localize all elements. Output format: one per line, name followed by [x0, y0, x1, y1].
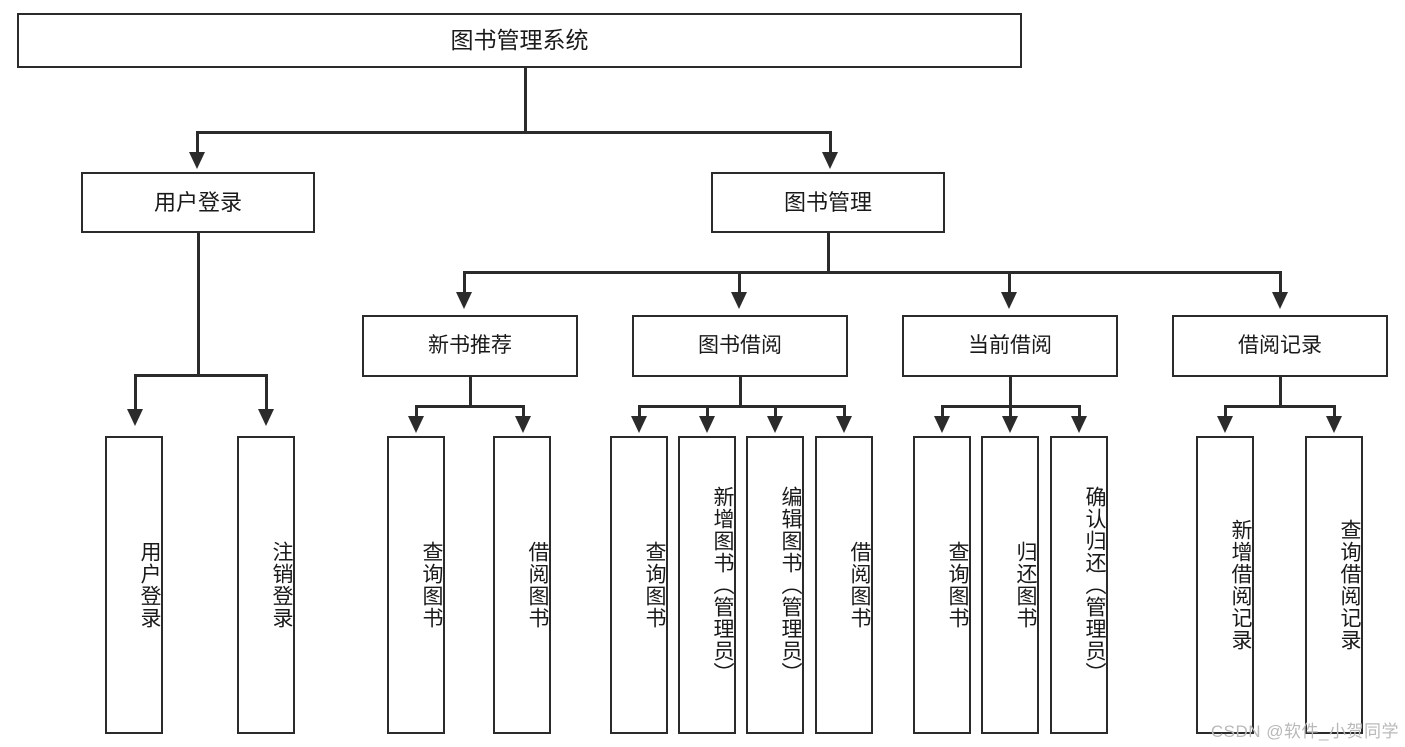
edge-book-borrow-to-leaf-3 — [774, 405, 777, 419]
leaf-query-book-current[interactable]: 查询图书 — [913, 436, 971, 734]
edge-new-book-stem — [469, 377, 472, 406]
edge-book-borrow-to-leaf-1 — [638, 405, 641, 419]
arrow-borrow-record-to-leaf-1 — [1217, 416, 1233, 433]
arrow-book-borrow-to-leaf-1 — [631, 416, 647, 433]
leaf-label: 新增借阅记录 — [1229, 519, 1252, 651]
arrow-root-to-book-manage — [822, 152, 838, 169]
node-label: 新书推荐 — [428, 333, 512, 357]
arrow-book-borrow-to-leaf-4 — [836, 416, 852, 433]
edge-new-book-to-leaf-2 — [522, 405, 525, 419]
leaf-label: 编辑图书（管理员） — [779, 486, 802, 684]
node-book-borrow[interactable]: 图书借阅 — [632, 315, 848, 377]
arrow-new-book-to-leaf-2 — [515, 416, 531, 433]
edge-book-manage-bus — [463, 271, 1281, 274]
edge-new-book-to-leaf-1 — [415, 405, 418, 419]
edge-book-borrow-stem — [739, 377, 742, 406]
arrow-user-login-to-leaf-2 — [258, 409, 274, 426]
edge-root-to-user-login — [196, 131, 199, 155]
leaf-borrow-book-borrow[interactable]: 借阅图书 — [815, 436, 873, 734]
arrow-book-manage-to-l2-2 — [731, 292, 747, 309]
leaf-label: 借阅图书 — [526, 541, 549, 629]
arrow-borrow-record-to-leaf-2 — [1326, 416, 1342, 433]
edge-user-login-bus — [134, 374, 267, 377]
arrow-book-manage-to-l2-3 — [1001, 292, 1017, 309]
edge-root-to-book-manage — [829, 131, 832, 155]
edge-current-borrow-to-leaf-3 — [1078, 405, 1081, 419]
leaf-label: 用户登录 — [138, 541, 161, 629]
edge-borrow-record-stem — [1279, 377, 1282, 406]
node-label: 借阅记录 — [1238, 333, 1322, 357]
edge-borrow-record-to-leaf-1 — [1224, 405, 1227, 419]
edge-user-login-to-leaf-1 — [134, 374, 137, 412]
edge-book-borrow-to-leaf-4 — [843, 405, 846, 419]
leaf-label: 查询图书 — [420, 541, 443, 629]
arrow-new-book-to-leaf-1 — [408, 416, 424, 433]
leaf-user-login[interactable]: 用户登录 — [105, 436, 163, 734]
leaf-query-book-recommend[interactable]: 查询图书 — [387, 436, 445, 734]
leaf-return-book[interactable]: 归还图书 — [981, 436, 1039, 734]
arrow-current-borrow-to-leaf-2 — [1002, 416, 1018, 433]
leaf-edit-book-admin[interactable]: 编辑图书（管理员） — [746, 436, 804, 734]
leaf-label: 查询图书 — [643, 541, 666, 629]
leaf-label: 注销登录 — [270, 541, 293, 629]
edge-book-manage-stem — [827, 233, 830, 272]
leaf-label: 查询借阅记录 — [1338, 519, 1361, 651]
leaf-query-book-borrow[interactable]: 查询图书 — [610, 436, 668, 734]
node-label: 用户登录 — [153, 189, 242, 215]
edge-user-login-stem — [197, 233, 200, 375]
node-new-book-recommend[interactable]: 新书推荐 — [362, 315, 578, 377]
leaf-label: 借阅图书 — [848, 541, 871, 629]
node-label: 图书管理系统 — [450, 26, 589, 53]
leaf-add-book-admin[interactable]: 新增图书（管理员） — [678, 436, 736, 734]
node-label: 图书管理 — [783, 189, 872, 215]
edge-book-borrow-bus — [638, 405, 846, 408]
edge-current-borrow-stem — [1009, 377, 1012, 406]
edge-borrow-record-bus — [1224, 405, 1336, 408]
arrow-book-borrow-to-leaf-2 — [699, 416, 715, 433]
node-label: 图书借阅 — [698, 333, 782, 357]
edge-book-manage-to-l2-3 — [1008, 271, 1011, 296]
edge-book-manage-to-l2-1 — [463, 271, 466, 296]
arrow-book-manage-to-l2-1 — [456, 292, 472, 309]
edge-current-borrow-to-leaf-2 — [1009, 405, 1012, 419]
leaf-label: 查询图书 — [946, 541, 969, 629]
leaf-query-borrow-record[interactable]: 查询借阅记录 — [1305, 436, 1363, 734]
node-borrow-record[interactable]: 借阅记录 — [1172, 315, 1388, 377]
arrow-root-to-user-login — [189, 152, 205, 169]
node-book-manage[interactable]: 图书管理 — [711, 172, 945, 233]
leaf-label: 确认归还（管理员） — [1083, 486, 1106, 684]
node-current-borrow[interactable]: 当前借阅 — [902, 315, 1118, 377]
edge-book-borrow-to-leaf-2 — [706, 405, 709, 419]
arrow-book-manage-to-l2-4 — [1272, 292, 1288, 309]
csdn-watermark: CSDN @软件_小贺同学 — [1210, 722, 1399, 741]
leaf-add-borrow-record[interactable]: 新增借阅记录 — [1196, 436, 1254, 734]
node-user-login[interactable]: 用户登录 — [81, 172, 315, 233]
edge-book-manage-to-l2-4 — [1279, 271, 1282, 296]
edge-book-manage-to-l2-2 — [738, 271, 741, 296]
leaf-logout-login[interactable]: 注销登录 — [237, 436, 295, 734]
arrow-current-borrow-to-leaf-1 — [934, 416, 950, 433]
node-root-system[interactable]: 图书管理系统 — [17, 13, 1022, 68]
leaf-confirm-return-admin[interactable]: 确认归还（管理员） — [1050, 436, 1108, 734]
edge-root-bus — [196, 131, 831, 134]
leaf-label: 新增图书（管理员） — [711, 486, 734, 684]
leaf-label: 归还图书 — [1014, 541, 1037, 629]
edge-root-stem — [524, 68, 527, 132]
edge-user-login-to-leaf-2 — [265, 374, 268, 412]
edge-borrow-record-to-leaf-2 — [1333, 405, 1336, 419]
edge-new-book-bus — [415, 405, 525, 408]
arrow-current-borrow-to-leaf-3 — [1071, 416, 1087, 433]
arrow-book-borrow-to-leaf-3 — [767, 416, 783, 433]
node-label: 当前借阅 — [968, 333, 1052, 357]
edge-current-borrow-to-leaf-1 — [941, 405, 944, 419]
leaf-borrow-book-recommend[interactable]: 借阅图书 — [493, 436, 551, 734]
arrow-user-login-to-leaf-1 — [127, 409, 143, 426]
